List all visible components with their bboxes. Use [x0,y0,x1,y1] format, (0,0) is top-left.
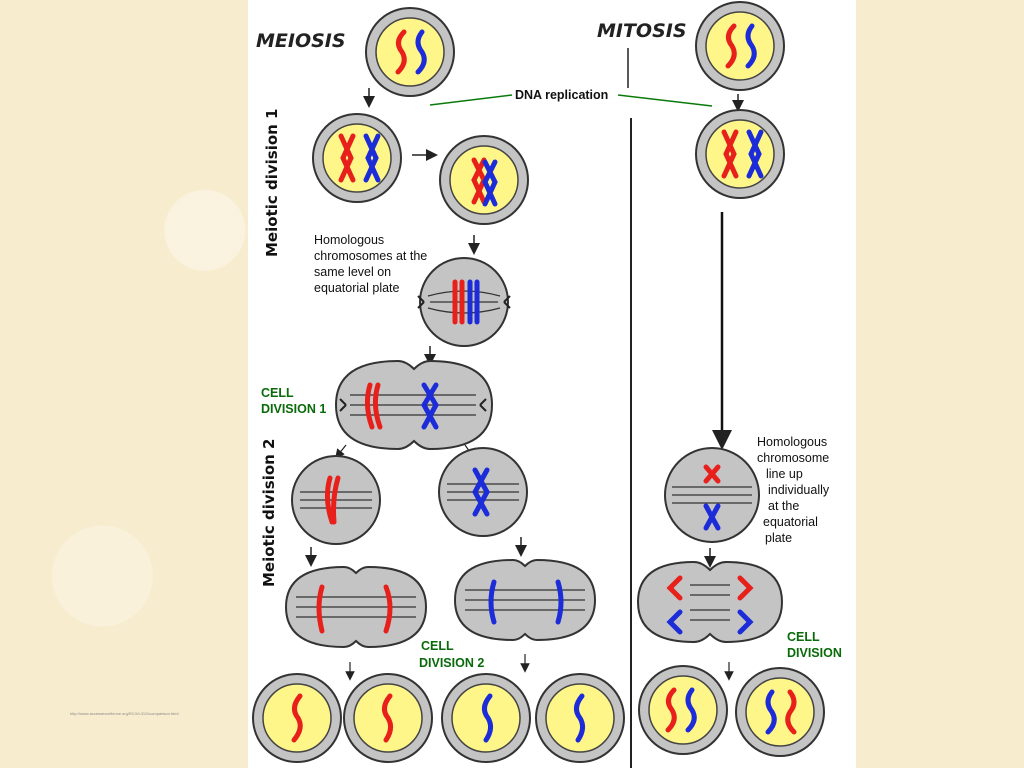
homologous-meiosis-note: Homologous chromosomes at the same level… [314,233,427,295]
daughter-cell-1 [252,673,342,763]
meiotic-division-2-label: Meiotic division 2 [260,439,278,587]
svg-text:plate: plate [765,531,792,545]
svg-text:CELL: CELL [787,630,820,644]
cell-division-1-label: CELL DIVISION 1 [261,386,326,416]
cell-division-label: CELL DIVISION [787,630,842,660]
svg-text:at the: at the [768,499,799,513]
mitosis-replicated-cell [695,109,785,199]
svg-text:DIVISION: DIVISION [787,646,842,660]
svg-text:Homologous: Homologous [757,435,827,449]
mitosis-heading: MITOSIS [597,20,687,42]
daughter-cell-2 [343,673,433,763]
svg-text:CELL: CELL [261,386,294,400]
svg-text:line up: line up [766,467,803,481]
svg-text:same level on: same level on [314,265,391,279]
svg-text:CELL: CELL [421,639,454,653]
meiosis-anaphase-2-cell-left [284,565,428,649]
meiosis-replicated-cell [312,113,402,203]
meiotic-division-1-label: Meiotic division 1 [263,109,281,257]
dna-replication-label: DNA replication [515,88,608,102]
svg-text:chromosomes at the: chromosomes at the [314,249,427,263]
arrow-m5 [335,444,347,459]
meiosis-metaphase-2-cell-right [438,447,528,537]
meiosis-start-cell [365,7,455,97]
meiosis-pairing-cell [439,135,529,225]
mitosis-start-cell [695,1,785,91]
cell-division-2-label: CELL DIVISION 2 [419,639,484,670]
mitosis-anaphase-cell [636,560,784,644]
svg-text:equatorial: equatorial [763,515,818,529]
meiosis-heading: MEIOSIS [256,30,346,52]
svg-text:chromosome: chromosome [757,451,829,465]
svg-text:DIVISION 2: DIVISION 2 [419,656,484,670]
meiosis-cell-division-1-cell [334,359,494,451]
meiosis-metaphase-1-cell [417,257,511,347]
svg-text:equatorial plate: equatorial plate [314,281,400,295]
mitosis-daughter-cell-1 [638,665,728,755]
homologous-mitosis-note: Homologous chromosome line up individual… [757,435,830,545]
meiosis-anaphase-2-cell-right [453,558,597,642]
meiosis-metaphase-2-cell-left [291,455,381,545]
dna-line-right [617,94,713,107]
dna-line-left [429,94,513,106]
daughter-cell-4 [535,673,625,763]
svg-text:Homologous: Homologous [314,233,384,247]
source-credit: http://www.accessexcellence.org/RC/VL/GG… [70,711,179,716]
mitosis-daughter-cell-2 [735,667,825,757]
daughter-cell-3 [441,673,531,763]
svg-text:individually: individually [768,483,830,497]
svg-text:DIVISION 1: DIVISION 1 [261,402,326,416]
mitosis-metaphase-cell [664,447,760,543]
